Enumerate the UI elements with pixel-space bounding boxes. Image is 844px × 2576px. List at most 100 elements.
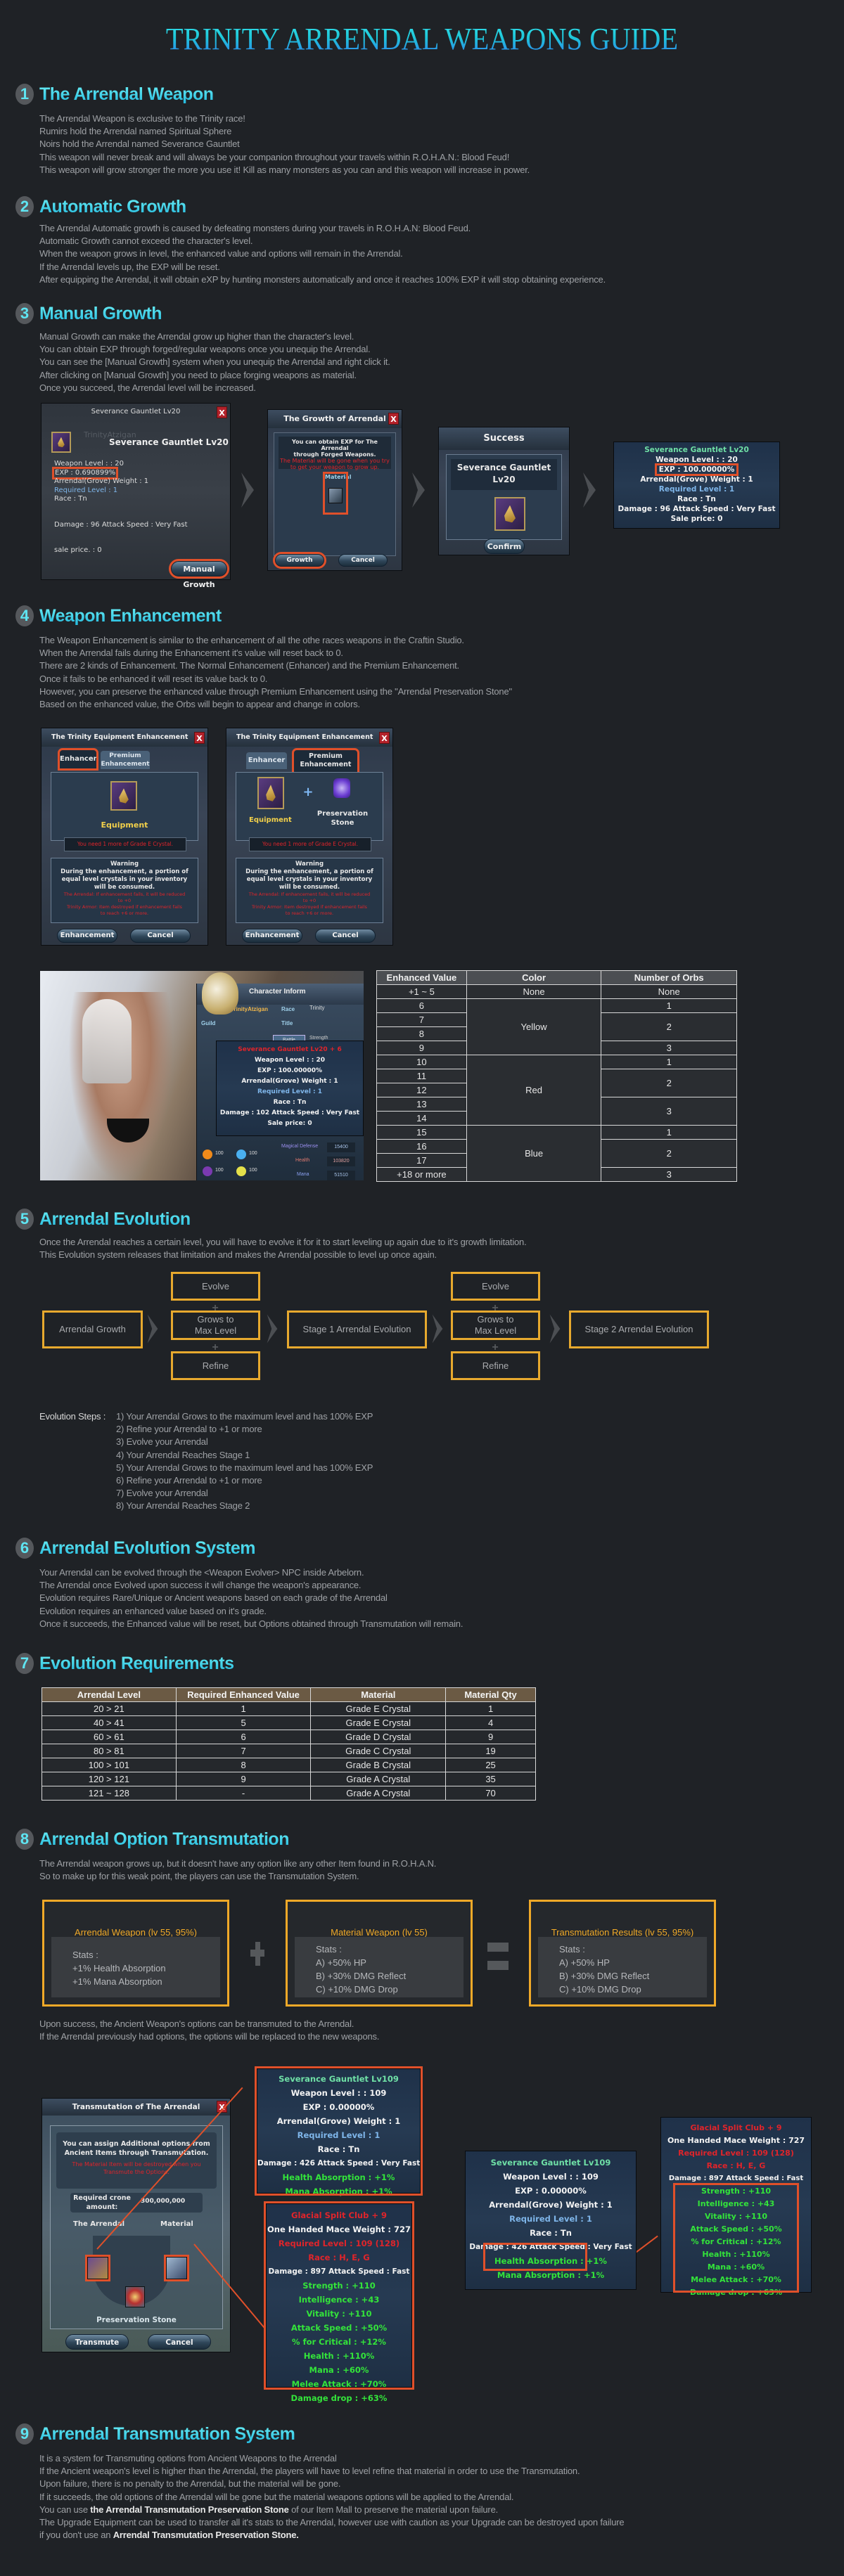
item-name: Glacial Split Club + 9: [690, 2123, 782, 2132]
evolution-steps-list: 1) Your Arrendal Grows to the maximum le…: [116, 1410, 373, 1513]
flow-evolve-2: Evolve: [451, 1272, 540, 1301]
cell: 6: [175, 1730, 312, 1744]
text-line: Upon success, the Ancient Weapon's optio…: [39, 2018, 354, 2029]
warning-text: equal level crystals in your inventory: [246, 876, 373, 883]
plus-icon: +: [302, 785, 314, 799]
transmute-button[interactable]: Transmute: [65, 2334, 129, 2350]
equals-icon: [487, 1943, 509, 1971]
material-slot[interactable]: [164, 2255, 189, 2281]
text-line: After equipping the Arrendal, it will ob…: [39, 273, 606, 285]
section-number-badge: 7: [15, 1653, 34, 1674]
close-button[interactable]: X: [217, 406, 227, 418]
sale-price: Sale price: 0: [670, 515, 723, 523]
cell: 13: [376, 1097, 467, 1112]
item-info-window: Severance Gauntlet Lv20 X TrinityAtzigan…: [41, 403, 231, 589]
text-line: It is a system for Transmuting options f…: [39, 2453, 337, 2464]
text-line: Once it fails to be enhanced it will res…: [39, 673, 268, 684]
text-line: Based on the enhanced value, the Orbs wi…: [39, 699, 360, 710]
section-number-badge: 4: [15, 605, 34, 626]
section-title: The Arrendal Weapon: [39, 84, 214, 104]
growth-button[interactable]: Growth: [273, 552, 326, 569]
window-title: Severance Gauntlet Lv20: [91, 408, 181, 416]
close-button[interactable]: X: [217, 2101, 227, 2113]
column-header: Color: [466, 970, 602, 985]
info-text: Ancient Items through Transmutation.: [64, 2149, 209, 2157]
enhancement-button[interactable]: Enhancement: [242, 929, 302, 943]
item-name: Severance Gauntlet: [456, 463, 551, 472]
option-line: Strength : +110: [701, 2187, 772, 2196]
option-line: Damage drop : +63%: [690, 2288, 782, 2297]
item-type: One Handed Mace Weight : 727: [267, 2224, 411, 2234]
cell: 2: [601, 1012, 737, 1041]
tab-enhancer[interactable]: Enhancer: [58, 748, 98, 771]
material-weapon-box: Material Weapon (lv 55) Stats : A) +50% …: [286, 1900, 473, 2007]
evolution-steps-label: Evolution Steps :: [39, 1411, 106, 1422]
manual-growth-button[interactable]: Manual Growth: [169, 559, 229, 589]
enhancement-window-premium: The Trinity Equipment Enhancement X Enha…: [226, 728, 393, 946]
cell: 4: [445, 1715, 536, 1730]
option-line: Mana Absorption : +1%: [497, 2270, 605, 2280]
flow-arrendal-growth: Arrendal Growth: [42, 1310, 143, 1348]
plus-icon: +: [212, 1302, 219, 1314]
stat-line: C) +10% DMG Drop: [316, 1984, 398, 1995]
material-slot[interactable]: Material: [323, 472, 351, 515]
magical-defense-label: Magical Defense: [281, 1144, 319, 1149]
weapon-material-icon: [328, 488, 343, 503]
helmet-portrait: [202, 972, 238, 1015]
flow-label: Max Level: [474, 1325, 517, 1336]
cell: Grade A Crystal: [310, 1772, 447, 1786]
preservation-stone-slot[interactable]: [125, 2286, 145, 2307]
step-item: 6) Refine your Arrendal to +1 or more: [116, 1475, 262, 1486]
watermark: TrinityAtzigan: [84, 430, 136, 439]
tab-enhancer[interactable]: Enhancer: [246, 752, 287, 769]
cancel-button[interactable]: Cancel: [315, 929, 376, 943]
item-type: One Handed Mace Weight : 727: [667, 2136, 805, 2145]
text-line: The Arrendal weapon grows up, but it doe…: [39, 1858, 437, 1869]
window-title: Transmutation of The Arrendal: [42, 2099, 230, 2115]
warning-red: to reach +6 or more.: [100, 910, 149, 916]
health-label: Health: [295, 1158, 310, 1163]
damage: Damage : 96 Attack Speed : Very Fast: [618, 505, 776, 513]
preservation-stone-icon: [333, 778, 350, 798]
cancel-button[interactable]: Cancel: [338, 554, 388, 567]
section-title: Automatic Growth: [39, 196, 186, 217]
confirm-button[interactable]: Confirm: [484, 539, 525, 554]
cancel-button[interactable]: Cancel: [130, 929, 191, 943]
close-button[interactable]: X: [388, 413, 399, 425]
close-button[interactable]: X: [379, 732, 390, 744]
equipment-label: Equipment: [249, 816, 292, 824]
transmutation-window: Transmutation of The Arrendal X You can …: [41, 2098, 231, 2352]
column-header: Material Qty: [445, 1687, 536, 1702]
cell: 25: [445, 1758, 536, 1772]
chevron-right-icon: [411, 472, 426, 508]
section-title: Manual Growth: [39, 303, 162, 323]
cell: 80 > 81: [41, 1744, 177, 1758]
cell: 9: [376, 1041, 467, 1055]
tab-premium-enhancement[interactable]: Premium Enhancement: [101, 751, 150, 769]
text-line: Rumirs hold the Arrendal named Spiritual…: [39, 126, 232, 137]
enhancement-button[interactable]: Enhancement: [57, 929, 117, 943]
chevron-right-icon: [549, 1312, 561, 1346]
stat-line: Stats :: [72, 1950, 98, 1960]
warning-title: Warning: [110, 861, 139, 868]
cell: 15: [376, 1125, 467, 1140]
flow-refine-1: Refine: [171, 1351, 260, 1380]
section-5-text: Once the Arrendal reaches a certain leve…: [39, 1236, 527, 1261]
stone-label: Stone: [331, 819, 354, 827]
material-label: Material: [160, 2220, 193, 2228]
text-line: Upon failure, there is no penalty to the…: [39, 2478, 341, 2490]
column-header: Arrendal Level: [41, 1687, 177, 1702]
water-resist-icon: [236, 1149, 246, 1159]
success-window: Success Severance Gauntlet Lv20 Confirm: [438, 427, 570, 555]
arrendal-slot[interactable]: [85, 2255, 110, 2281]
cancel-button[interactable]: Cancel: [148, 2334, 211, 2350]
arrendal-type: Arrendal(Grove) Weight : 1: [489, 2200, 613, 2210]
column-header: Number of Orbs: [601, 970, 737, 985]
item-tooltip: Severance Gauntlet Lv20 + 6 Weapon Level…: [216, 1041, 364, 1136]
fire-resist-icon: [203, 1149, 212, 1159]
flow-stage1: Stage 1 Arrendal Evolution: [287, 1310, 427, 1348]
tab-premium-enhancement[interactable]: Premium Enhancement: [292, 748, 359, 775]
close-button[interactable]: X: [194, 732, 205, 744]
